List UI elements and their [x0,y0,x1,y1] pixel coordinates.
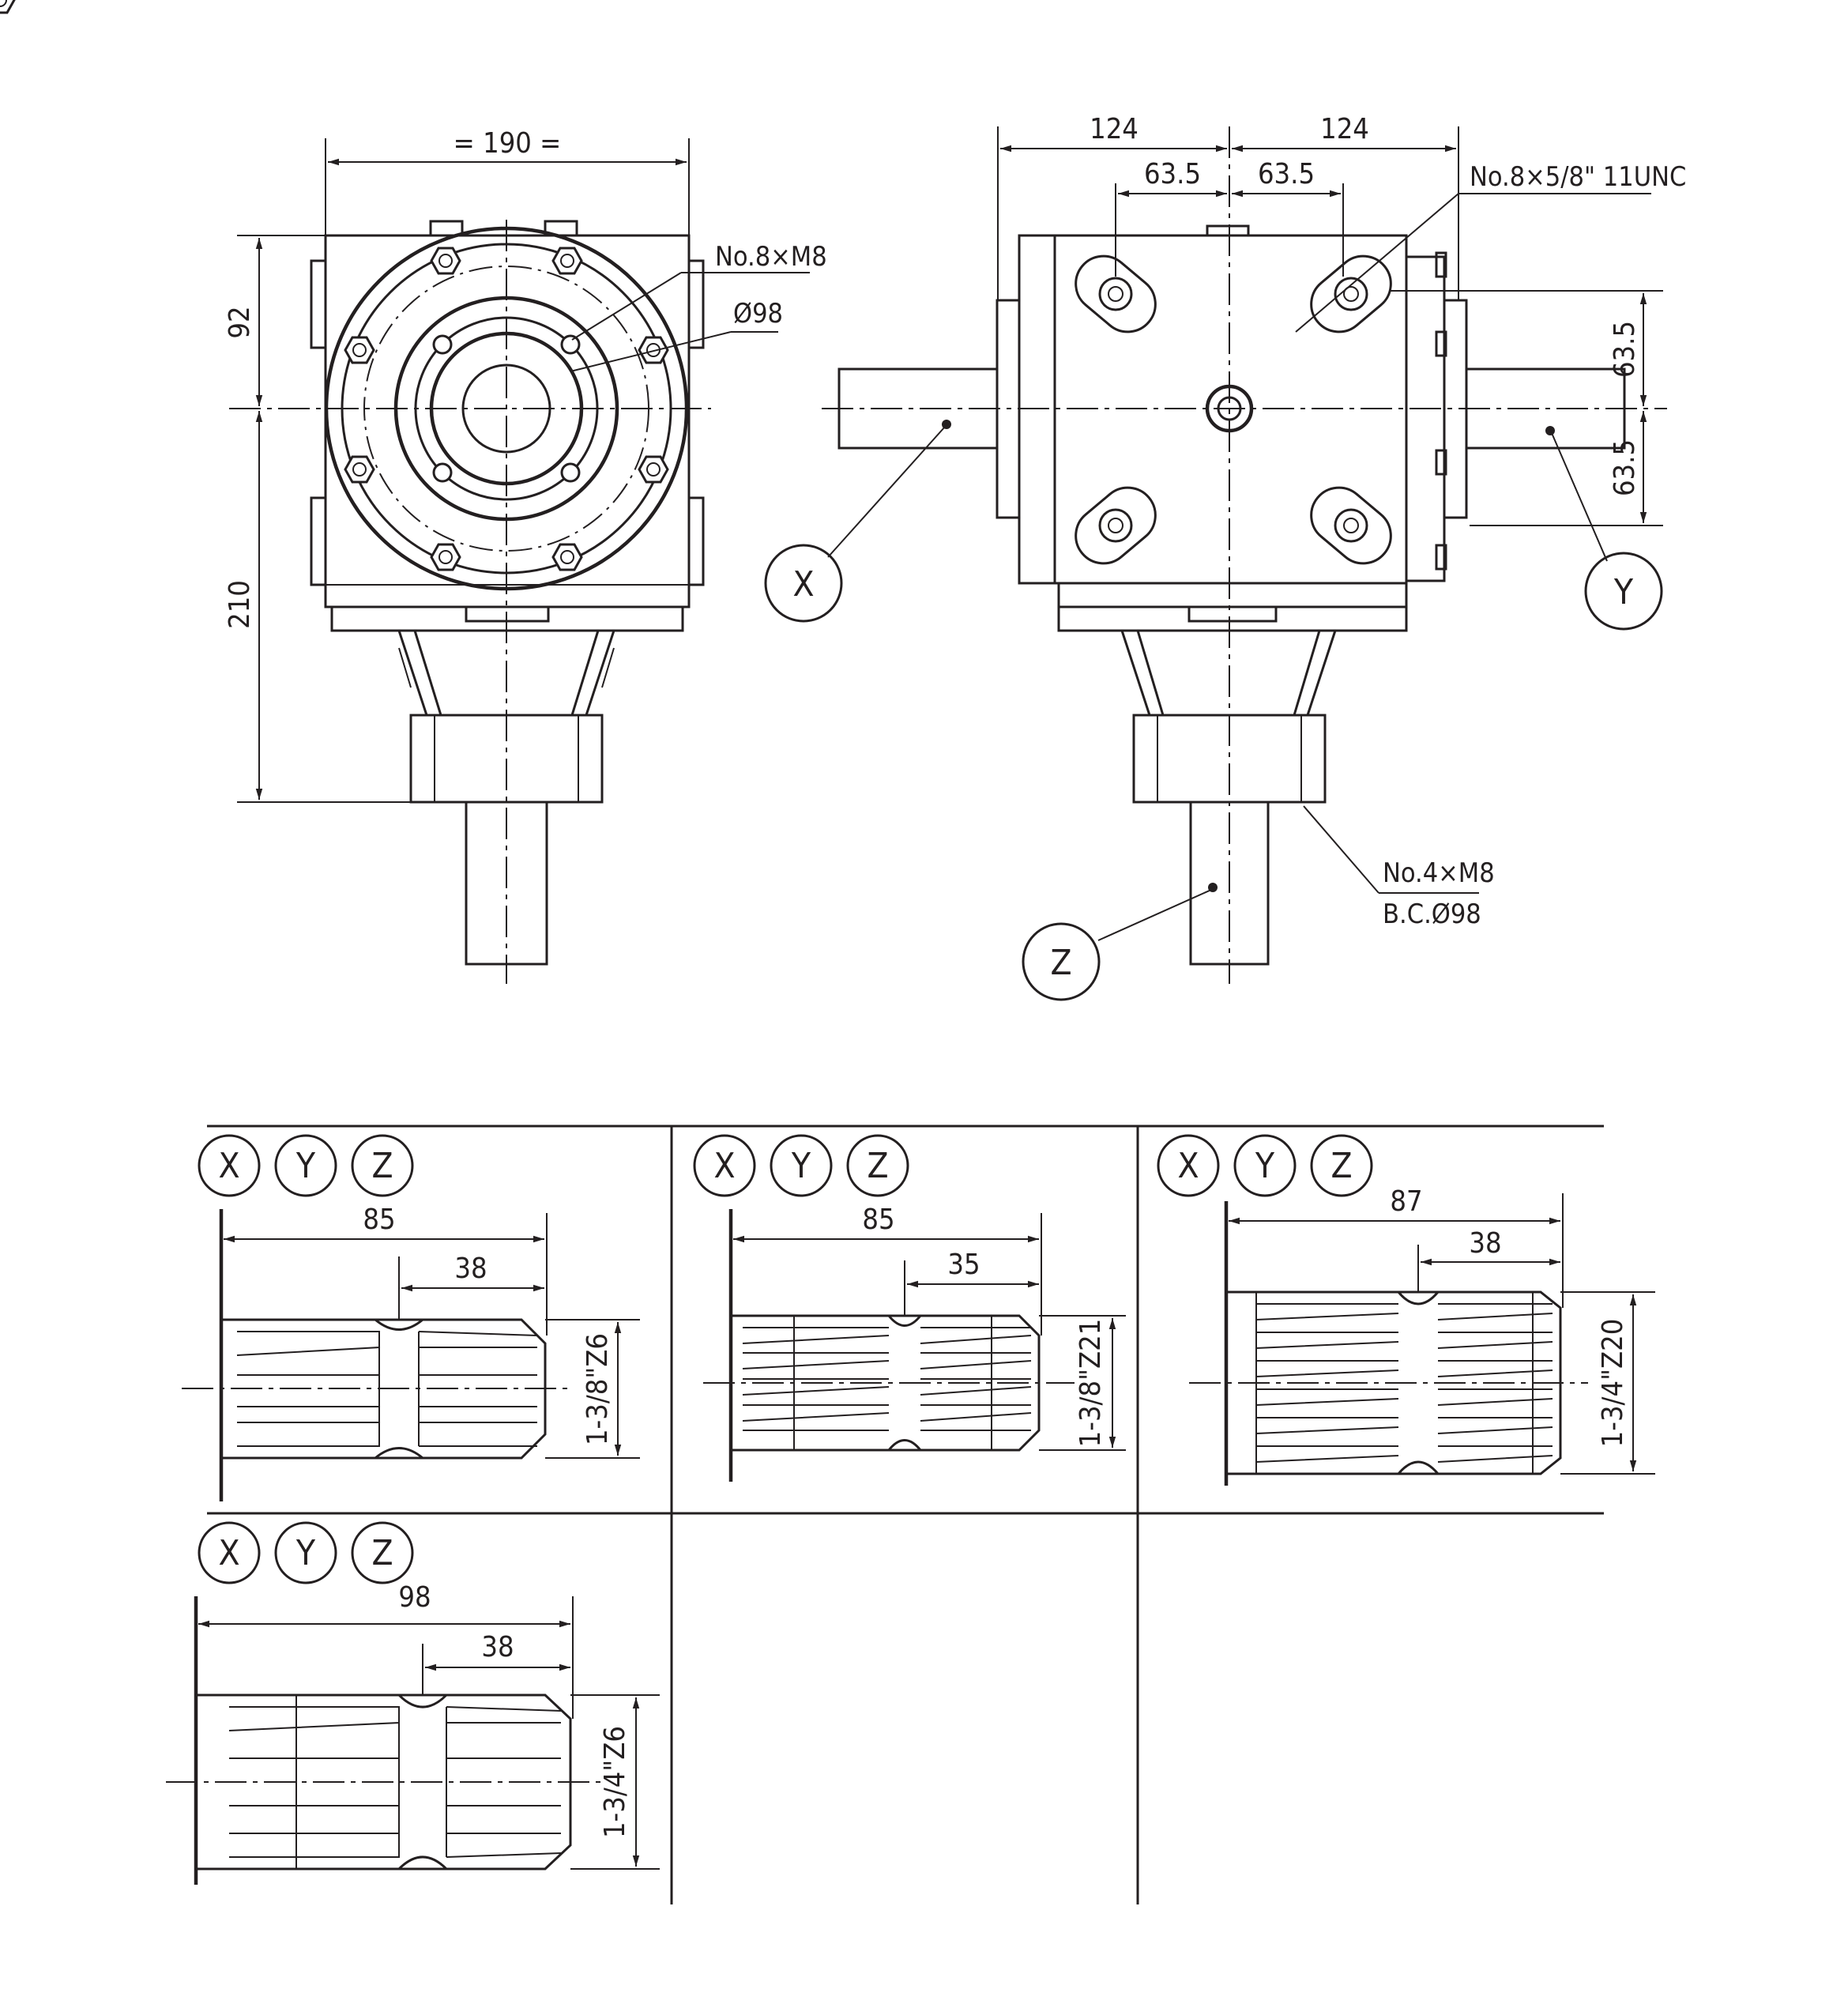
shaft-x-bubble [764,544,843,623]
option-1-diameter-spec: 1-3/8"Z6 [581,1333,614,1445]
option-1-spline-length: 38 [454,1253,487,1285]
front-bolt-callout: No.8×M8 [715,241,827,273]
svg-text:Y: Y [1255,1146,1275,1186]
front-bolt-heads [0,0,669,571]
option-3-diameter-spec: 1-3/4"Z20 [1597,1319,1629,1448]
option-2-spline-teeth [742,1316,1032,1450]
option-1-length: 85 [363,1204,395,1236]
shaft-z-label: Z [1050,943,1071,983]
side-left-half-dim: 124 [1090,113,1139,145]
svg-text:X: X [218,1146,239,1186]
svg-text:X: X [218,1533,239,1573]
shaft-y-label: Y [1613,572,1634,612]
svg-text:X: X [1177,1146,1199,1186]
side-right-hole-dim: 63.5 [1258,158,1315,190]
front-width-dim: = 190 = [454,127,562,160]
option-4-length: 98 [398,1581,431,1614]
shaft-option-3: X Y Z 87 38 1-3/4"Z20 [1157,1134,1655,1486]
option-4-diameter-spec: 1-3/4"Z6 [599,1726,631,1838]
shaft-options-table [207,1125,1604,1904]
side-bottom-bolt-callout: No.4×M8 [1383,857,1495,889]
svg-text:X: X [713,1146,735,1186]
front-pcd-callout: Ø98 [733,298,783,330]
front-view: = 190 = 92 210 No.8×M8 Ø98 [0,0,827,984]
side-mounting-pads [1075,254,1392,565]
front-inner-bolts [432,334,581,483]
option-2-diameter-spec: 1-3/8"Z21 [1075,1319,1107,1448]
option-3-length: 87 [1390,1185,1422,1218]
shaft-y-bubble [1584,552,1663,631]
shaft-x-label: X [792,564,814,605]
shaft-option-1: X Y Z 85 38 1-3/8"Z6 [182,1134,640,1501]
side-upper-vertical-dim: 63.5 [1609,321,1641,378]
shaft-option-4: X Y Z 98 38 1-3/4"Z6 [166,1521,660,1885]
svg-text:Y: Y [791,1146,811,1186]
side-left-hole-dim: 63.5 [1144,158,1201,190]
svg-text:Z: Z [867,1146,888,1186]
shaft-z-bubble [1022,922,1101,1001]
side-view: X Y Z 124 124 63.5 63.5 No.8×5/8" 11UNC … [764,113,1686,1001]
side-right-half-dim: 124 [1320,113,1369,145]
side-bottom-pcd-callout: B.C.Ø98 [1383,899,1481,930]
front-top-height-dim: 92 [224,306,256,338]
front-bottom-height-dim: 210 [224,580,256,629]
side-thread-callout: No.8×5/8" 11UNC [1470,161,1686,193]
option-2-bubbles: X Y Z [693,1134,909,1197]
svg-text:Z: Z [371,1533,393,1573]
svg-text:Y: Y [295,1146,316,1186]
svg-text:Z: Z [371,1146,393,1186]
option-3-bubbles: X Y Z [1157,1134,1373,1197]
svg-text:Y: Y [295,1533,316,1573]
option-2-length: 85 [862,1204,894,1236]
option-2-spline-length: 35 [947,1249,980,1281]
option-4-spline-length: 38 [481,1631,514,1663]
svg-text:Z: Z [1330,1146,1352,1186]
option-3-spline-length: 38 [1469,1227,1501,1260]
option-1-bubbles: X Y Z [198,1134,414,1197]
option-4-bubbles: X Y Z [198,1521,414,1584]
side-lower-vertical-dim: 63.5 [1609,439,1641,496]
shaft-option-2: X Y Z 85 35 1-3/8"Z21 [693,1134,1126,1482]
